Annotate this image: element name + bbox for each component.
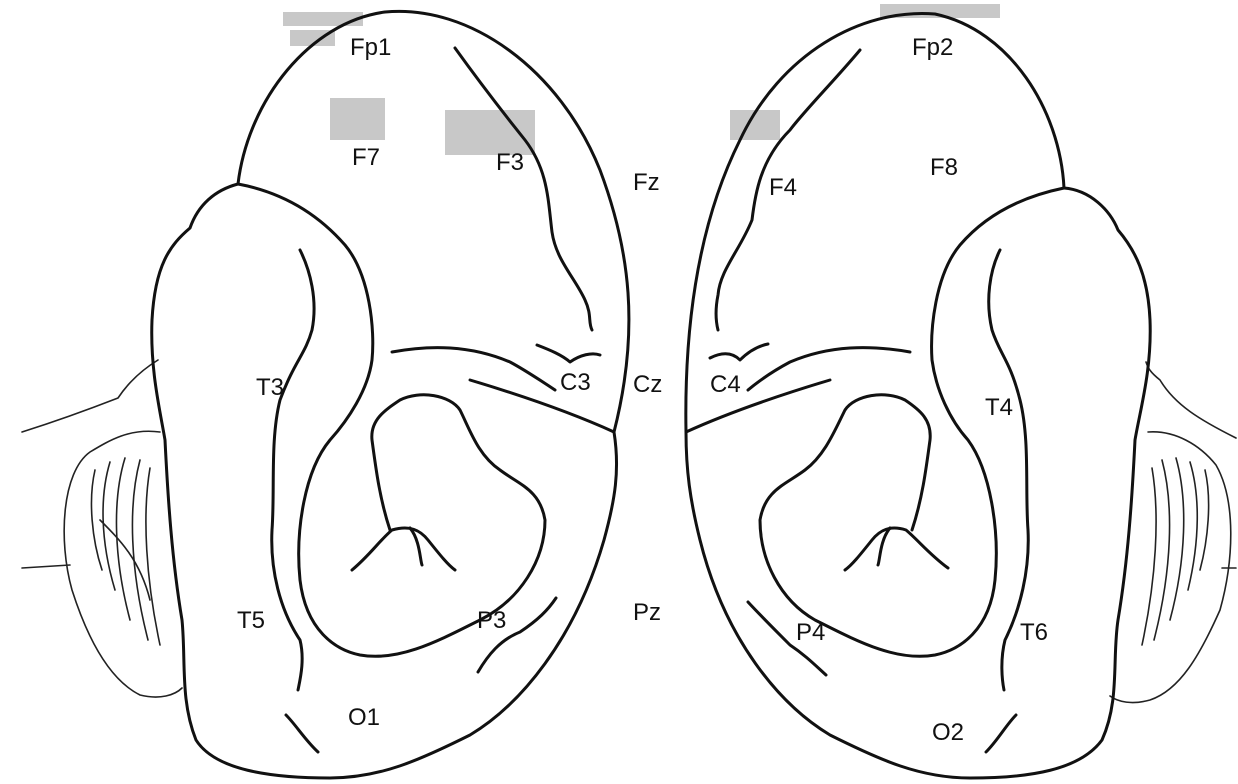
electrode-c3-label: C3: [560, 369, 591, 396]
electrode-f8-label: F8: [930, 154, 958, 181]
left-temporal-outline: [152, 184, 617, 778]
electrode-t5-label: T5: [237, 607, 265, 634]
electrode-t3-label: T3: [256, 374, 284, 401]
electrode-p4-label: P4: [796, 619, 825, 646]
electrode-c4-label: C4: [710, 371, 741, 398]
electrode-labels: Fp1 Fp2 F7 F3 Fz F4 F8 T3 C3 Cz C4 T4 T5…: [237, 34, 1048, 746]
electrode-f3-label: F3: [496, 149, 524, 176]
electrode-t6-label: T6: [1020, 619, 1048, 646]
scan-noise: [283, 4, 1000, 155]
left-hemisphere: [22, 11, 629, 778]
left-temporal-gyrus: [238, 184, 545, 656]
right-c4-mark: [710, 344, 768, 360]
electrode-t4-label: T4: [985, 394, 1013, 421]
left-central-divide: [470, 380, 614, 432]
electrode-o1-label: O1: [348, 704, 380, 731]
left-sylvian-upper: [272, 250, 314, 690]
electrode-cz-label: Cz: [633, 371, 662, 398]
electrode-fz-label: Fz: [633, 169, 660, 196]
right-temporal-gyrus: [760, 188, 1064, 656]
left-c3-mark: [537, 345, 600, 362]
right-temporal-outline: [686, 188, 1150, 778]
electrode-p3-label: P3: [477, 607, 506, 634]
left-frontal-sulcus: [455, 48, 592, 330]
right-occipital-notch: [986, 715, 1016, 752]
right-central-divide: [686, 380, 830, 432]
left-ear: [22, 360, 182, 697]
left-central-arc: [392, 348, 555, 390]
electrode-fp1-label: Fp1: [350, 34, 391, 61]
right-central-arc: [748, 348, 910, 390]
electrode-o2-label: O2: [932, 719, 964, 746]
electrode-f7-label: F7: [352, 144, 380, 171]
right-inner-branch: [845, 528, 948, 570]
left-occipital-notch: [286, 715, 318, 752]
right-frontal-outline: [686, 13, 1064, 432]
electrode-fp2-label: Fp2: [912, 34, 953, 61]
electrode-f4-label: F4: [769, 174, 797, 201]
electrode-pz-label: Pz: [633, 599, 661, 626]
left-inner-branch: [352, 528, 455, 570]
